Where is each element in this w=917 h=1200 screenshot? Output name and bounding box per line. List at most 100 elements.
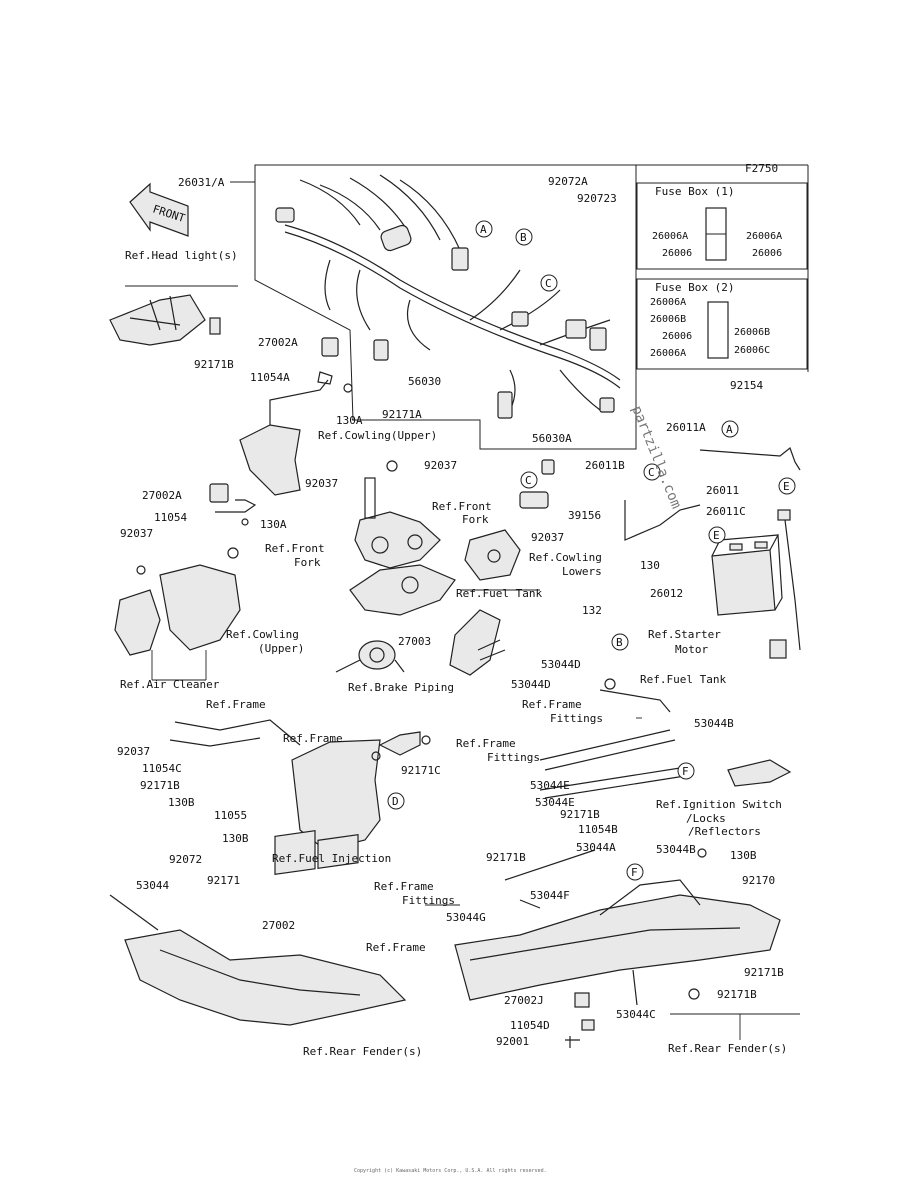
battery-group: [711, 509, 801, 659]
part-label: 53044G: [446, 911, 486, 924]
svg-text:A: A: [726, 423, 733, 436]
part-label: 11054B: [578, 823, 618, 836]
part-label: Ref.Fuel Tank: [640, 673, 726, 686]
svg-text:F: F: [682, 765, 689, 778]
callout-letter: A: [475, 220, 493, 238]
fuse-box-2-label: 26006B: [734, 327, 770, 338]
fuse-box-1-panel: Fuse Box (1) 26006A 26006A 26006 26006: [636, 182, 808, 270]
fuse-box-1-label: 26006A: [652, 231, 688, 242]
callout-letter: F: [626, 863, 644, 881]
part-label: 26011C: [706, 505, 746, 518]
callout-letter: C: [540, 274, 558, 292]
callout-letter: B: [611, 633, 629, 651]
part-label: 27002A: [258, 336, 298, 349]
part-label: 27002: [262, 919, 295, 932]
part-label: 26011A: [666, 421, 706, 434]
part-label: 11054C: [142, 762, 182, 775]
part-label: /Reflectors: [688, 825, 761, 838]
svg-text:E: E: [713, 529, 720, 542]
part-label: 56030A: [532, 432, 572, 445]
svg-text:D: D: [392, 795, 399, 808]
svg-text:C: C: [525, 474, 532, 487]
part-label: 53044F: [530, 889, 570, 902]
svg-text:A: A: [480, 223, 487, 236]
fuse-box-1-label: 26006A: [746, 231, 782, 242]
part-label: Ref.Air Cleaner: [120, 678, 220, 691]
callout-letter: C: [643, 463, 661, 481]
part-label: 92037: [424, 459, 457, 472]
part-label: Fork: [294, 556, 321, 569]
part-label: 56030: [408, 375, 441, 388]
part-label: 92171B: [486, 851, 526, 864]
part-label: 92171C: [401, 764, 441, 777]
part-label: Ref.Frame: [366, 941, 426, 954]
part-label: Ref.Frame: [522, 698, 582, 711]
part-label: 26011: [706, 484, 739, 497]
part-label: Ref.Brake Piping: [348, 681, 454, 694]
part-label: 53044D: [541, 658, 581, 671]
part-label: 92171: [207, 874, 240, 887]
part-label: Ref.Rear Fender(s): [303, 1045, 422, 1058]
part-label: 130A: [336, 414, 363, 427]
callout-letter: C: [520, 471, 538, 489]
part-label: 130B: [730, 849, 757, 862]
part-label: Ref.Front: [265, 542, 325, 555]
fuse-box-1-title: Fuse Box (1): [655, 185, 734, 198]
part-label: Ref.Fuel Injection: [272, 852, 391, 865]
part-label: 26031/A: [178, 176, 225, 189]
fuel-injection-ecu: [274, 830, 359, 876]
air-cleaner-bracket: [114, 547, 241, 681]
part-label: Ref.Ignition Switch: [656, 798, 782, 811]
fuse-box-2-title: Fuse Box (2): [655, 281, 734, 294]
fuse-box-1-label: 26006: [662, 248, 692, 259]
part-label: 27002J: [504, 994, 544, 1007]
svg-text:B: B: [520, 231, 527, 244]
figure-code: F2750: [745, 162, 778, 175]
part-label: 53044A: [576, 841, 616, 854]
frame-fittings-rails: [539, 678, 792, 799]
part-label: 92171B: [744, 966, 784, 979]
part-label: 26011B: [585, 459, 625, 472]
part-label: Ref.Rear Fender(s): [668, 1042, 787, 1055]
wiring-harness: [275, 174, 621, 419]
cowling-lowers-group: [449, 529, 540, 676]
part-label: 53044: [136, 879, 169, 892]
part-label: Fittings: [550, 712, 603, 725]
part-label: Ref.Front: [432, 500, 492, 513]
part-label: 11054A: [250, 371, 290, 384]
svg-text:C: C: [648, 466, 655, 479]
part-label: 92037: [117, 745, 150, 758]
headlight-assembly: [109, 285, 238, 346]
part-label: /Locks: [686, 812, 726, 825]
part-label: Ref.Cowling: [226, 628, 299, 641]
part-label: 26012: [650, 587, 683, 600]
svg-text:C: C: [545, 277, 552, 290]
part-label: 53044D: [511, 678, 551, 691]
part-label: 11055: [214, 809, 247, 822]
part-label: 53044E: [535, 796, 575, 809]
part-label: 130B: [168, 796, 195, 809]
part-label: 27003: [398, 635, 431, 648]
part-label: Motor: [675, 643, 708, 656]
part-label: 11054D: [510, 1019, 550, 1032]
part-label: Ref.Fuel Tank: [456, 587, 542, 600]
part-label: 53044B: [656, 843, 696, 856]
part-label: 39156: [568, 509, 601, 522]
part-label: 92072: [169, 853, 202, 866]
part-label: Ref.Frame: [374, 880, 434, 893]
part-label: Ref.Cowling(Upper): [318, 429, 437, 442]
part-label: Lowers: [562, 565, 602, 578]
front-direction-arrow: FRONT: [129, 182, 189, 237]
part-label: 92001: [496, 1035, 529, 1048]
fuse-box-2-label: 26006C: [734, 345, 770, 356]
callout-letter: A: [721, 420, 739, 438]
callout-letter: B: [515, 228, 533, 246]
part-label: Fittings: [487, 751, 540, 764]
fuse-box-2-label: 26006: [662, 331, 692, 342]
part-label: Fork: [462, 513, 489, 526]
part-label: 130B: [222, 832, 249, 845]
rear-fender-left: [109, 894, 407, 1026]
part-label: 53044B: [694, 717, 734, 730]
part-label: Ref.Frame: [283, 732, 343, 745]
harness-frame: [230, 164, 809, 450]
